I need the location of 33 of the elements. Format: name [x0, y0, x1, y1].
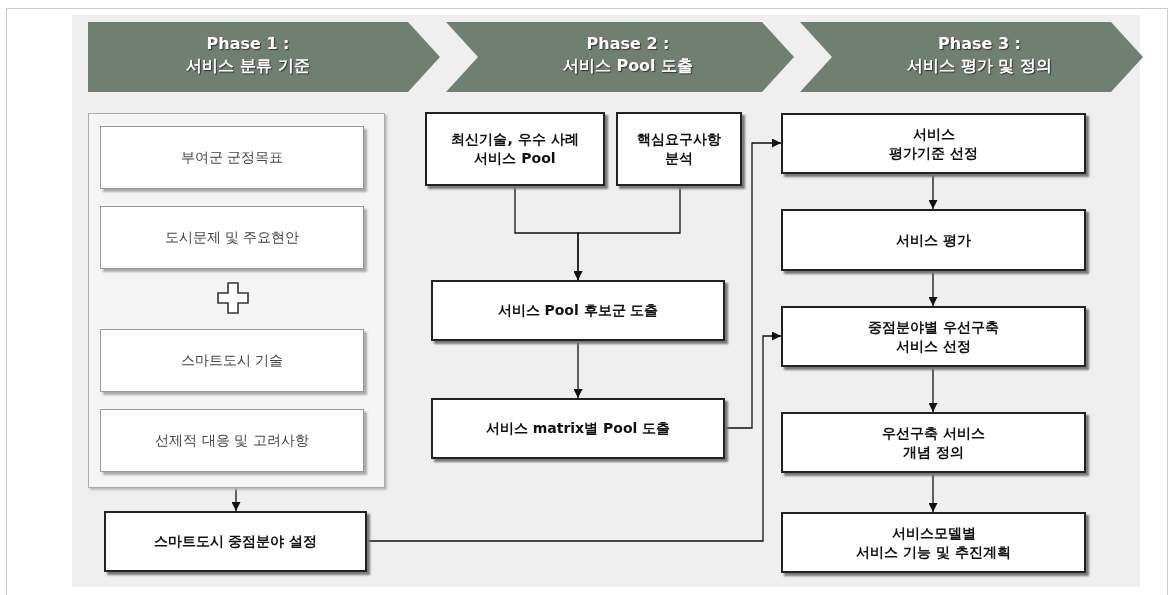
- process-box: 중점분야별 우선구축 서비스 선정: [781, 306, 1086, 367]
- process-box: 서비스 matrix별 Pool 도출: [431, 398, 725, 459]
- process-box: 도시문제 및 주요현안: [100, 206, 364, 269]
- arrow: [231, 487, 241, 512]
- arrow: [928, 270, 938, 307]
- phase-banner: [800, 22, 1143, 92]
- phase-banner: [446, 22, 794, 92]
- phase-title: 서비스 Pool 도출: [562, 56, 694, 77]
- arrow: [928, 173, 938, 210]
- group-box: [88, 113, 385, 488]
- process-box: 서비스 평가: [781, 209, 1086, 271]
- arrow: [573, 185, 681, 281]
- arrow: [366, 331, 782, 542]
- process-box: 스마트도시 기술: [100, 329, 364, 392]
- process-box: 서비스 평가기준 선정: [781, 113, 1086, 174]
- phase-title: 서비스 분류 기준: [186, 56, 310, 77]
- process-box: 선제적 대응 및 고려사항: [100, 409, 364, 472]
- process-box: 우선구축 서비스 개념 정의: [781, 412, 1086, 473]
- process-box: 최신기술, 우수 사례 서비스 Pool: [425, 112, 605, 186]
- phase-number: Phase 3 :: [938, 34, 1021, 53]
- phase-title: 서비스 평가 및 정의: [907, 56, 1052, 77]
- phase-number: Phase 2 :: [586, 34, 670, 53]
- process-box: 핵심요구사항 분석: [616, 112, 742, 186]
- arrow: [724, 138, 782, 429]
- arrow: [928, 366, 938, 413]
- phase-number: Phase 1 :: [206, 34, 290, 53]
- process-box: 서비스모델별 서비스 기능 및 추진계획: [781, 512, 1086, 573]
- process-box: 서비스 Pool 후보군 도출: [431, 280, 725, 341]
- arrow: [928, 472, 938, 513]
- process-box: 스마트도시 중점분야 설정: [104, 511, 367, 572]
- phase-banner: [88, 22, 440, 92]
- arrow: [573, 340, 583, 399]
- process-box: 부여군 군정목표: [100, 126, 364, 189]
